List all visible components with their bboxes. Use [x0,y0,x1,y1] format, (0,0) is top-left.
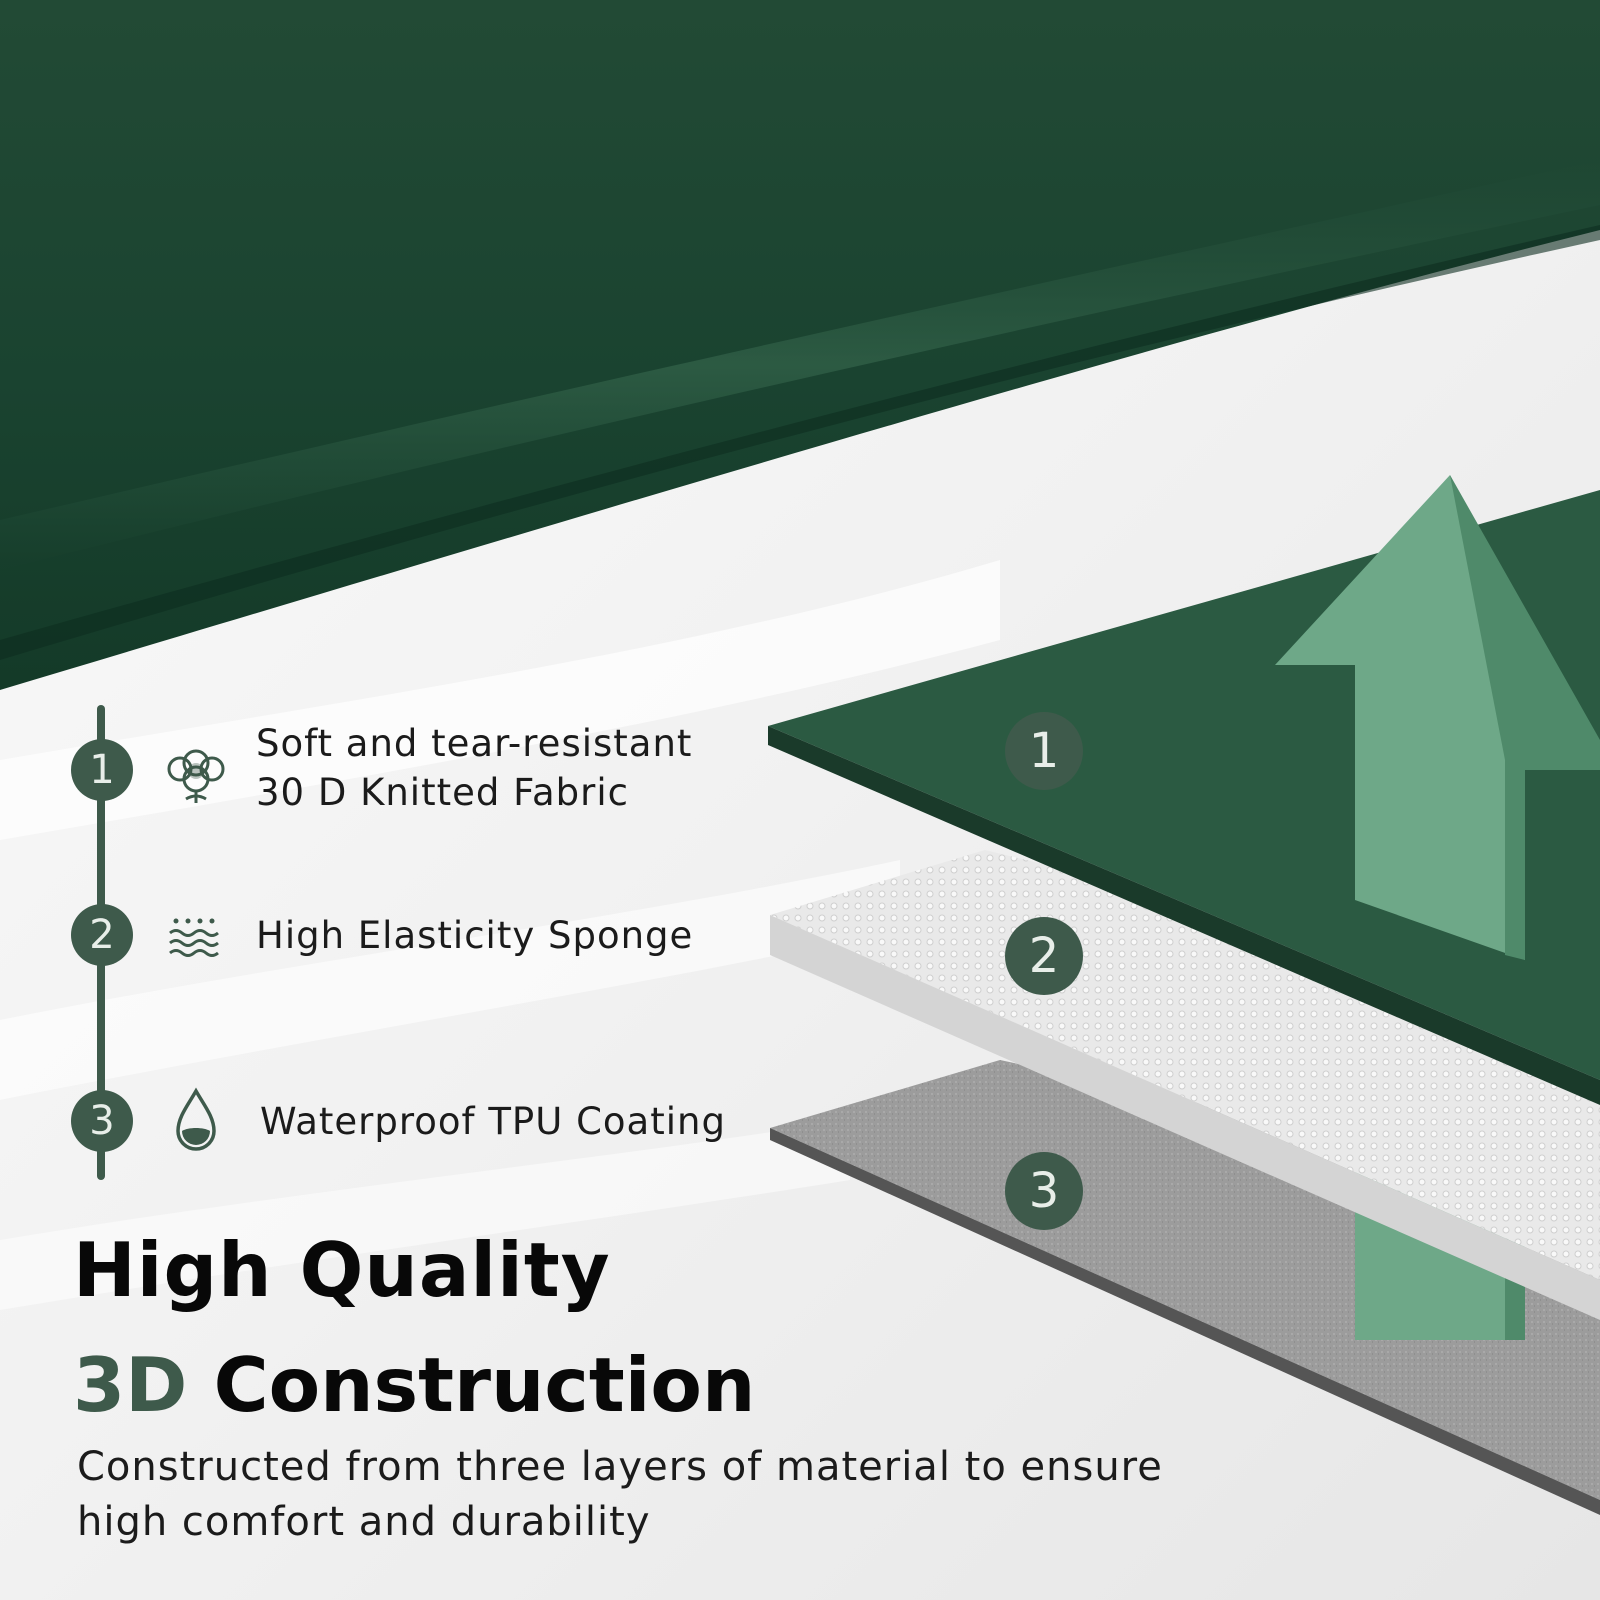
feature-line: 30 D Knitted Fabric [256,771,629,814]
feature-text-2: High Elasticity Sponge [256,911,693,960]
feature-line: High Elasticity Sponge [256,914,694,957]
headline-line-2: 3D Construction [73,1340,755,1430]
headline-rest: Construction [213,1341,756,1429]
feature-line: Soft and tear-resistant [256,722,693,765]
headline-line-1: High Quality [73,1226,611,1314]
layer-badge-2: 2 [1005,917,1083,995]
feature-line: Waterproof TPU Coating [260,1100,726,1143]
waves-icon [158,897,234,973]
layer-badge-1: 1 [1005,712,1083,790]
feature-text-1: Soft and tear-resistant 30 D Knitted Fab… [256,719,692,817]
cotton-icon [158,733,234,809]
feature-badge-1: 1 [71,739,133,801]
description-text: Constructed from three layers of materia… [77,1444,1163,1545]
headline-accent: 3D [73,1341,188,1429]
water-drop-icon [158,1083,234,1159]
layer-badge-3: 3 [1005,1152,1083,1230]
feature-badge-2: 2 [71,904,133,966]
feature-text-3: Waterproof TPU Coating [260,1097,726,1146]
feature-badge-3: 3 [71,1090,133,1152]
